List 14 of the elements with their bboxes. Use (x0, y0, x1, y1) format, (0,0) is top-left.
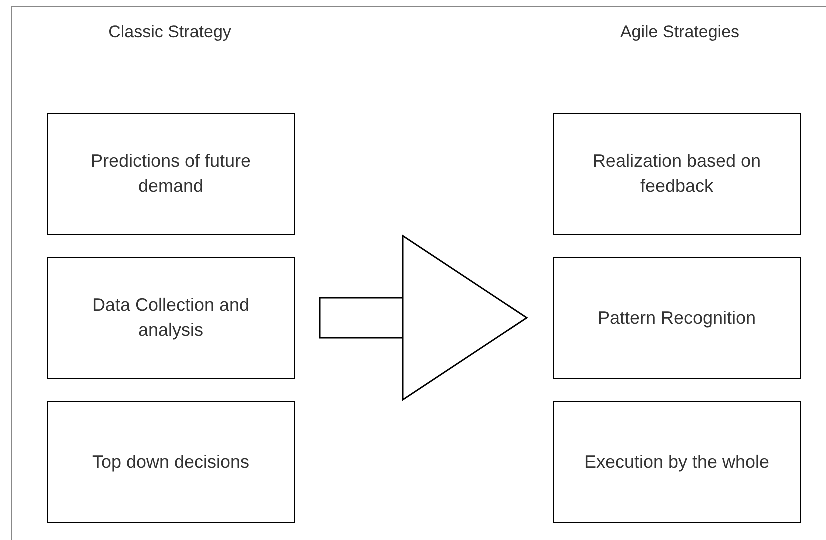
box-text: Predictions of future demand (90, 150, 252, 198)
box-text: Top down decisions (92, 450, 250, 474)
strategy-box (553, 113, 801, 235)
strategy-box (553, 257, 801, 379)
box-text: Data Collection and analysis (91, 294, 251, 342)
strategy-box (553, 401, 801, 523)
box-text: Execution by the whole (584, 450, 770, 474)
box-text: Pattern Recognition (598, 306, 756, 330)
strategy-box (47, 257, 295, 379)
column-heading: Classic Strategy (108, 21, 232, 44)
column-heading: Agile Strategies (620, 21, 740, 44)
box-text: Realization based on feedback (592, 150, 762, 198)
strategy-box (47, 401, 295, 523)
strategy-box (47, 113, 295, 235)
